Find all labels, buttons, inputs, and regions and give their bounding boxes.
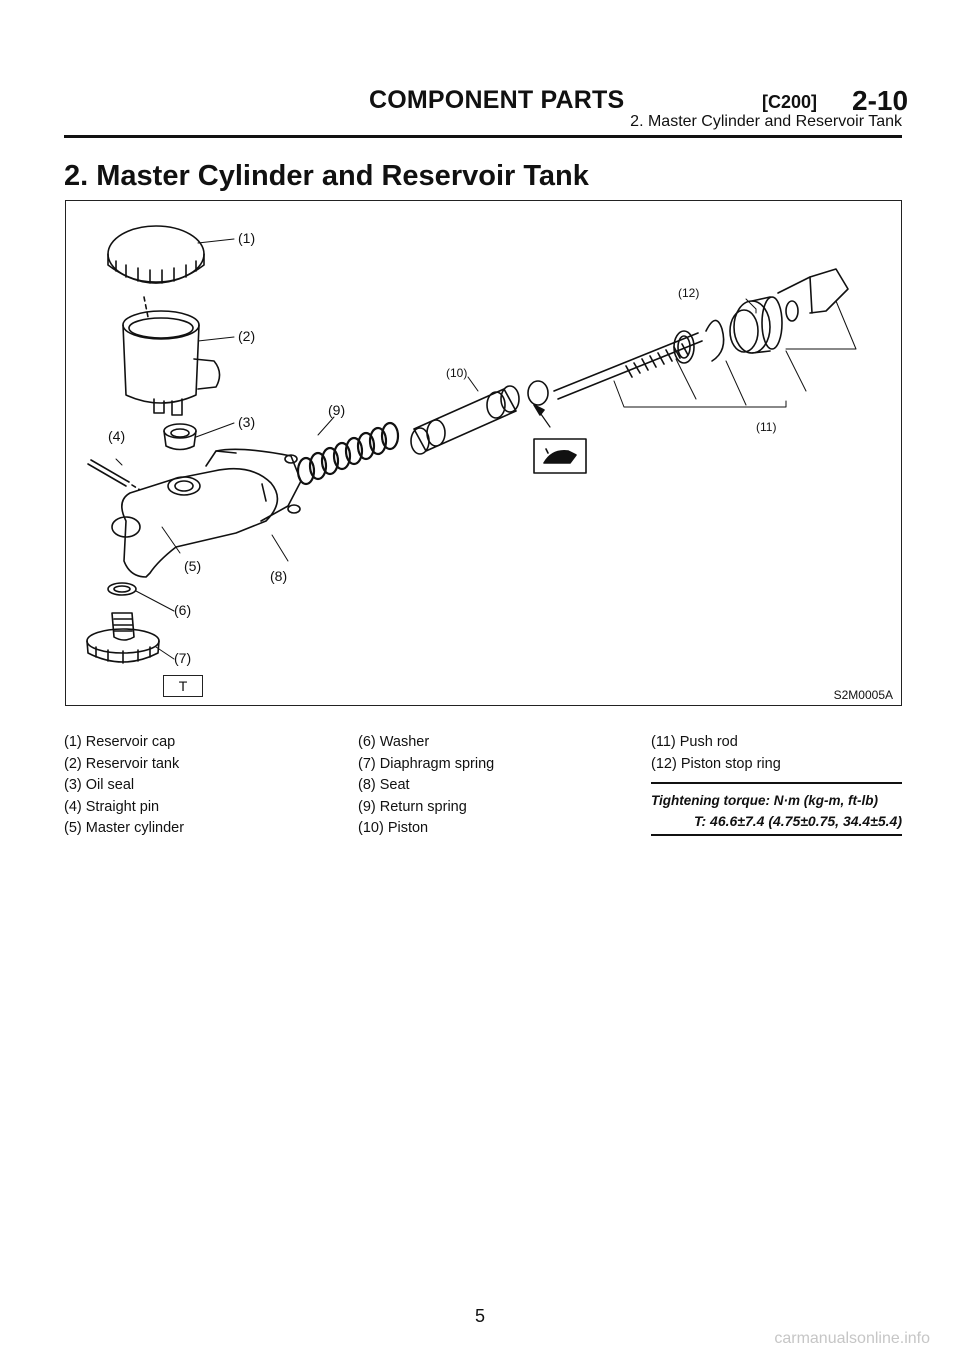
figure-code: S2M0005A [833, 688, 893, 702]
oil-seal-drawing [163, 423, 197, 451]
push-rod-drawing [553, 268, 849, 400]
header-rule [64, 135, 902, 138]
callout-9: (9) [328, 402, 345, 418]
piston-drawing [410, 380, 549, 455]
stop-ring-drawing [673, 296, 783, 364]
master-cylinder-drawing [111, 448, 302, 578]
legend-item: (12) Piston stop ring [651, 755, 781, 772]
torque-box: T [163, 675, 203, 697]
legend-item: (9) Return spring [358, 798, 467, 815]
legend-item: (2) Reservoir tank [64, 755, 180, 772]
reservoir-tank-drawing [122, 296, 221, 416]
callout-10: (10) [446, 366, 467, 380]
legend-item: (11) Push rod [651, 734, 738, 750]
legend-item: (4) Straight pin [64, 798, 160, 815]
callout-3: (3) [238, 414, 255, 430]
plug-drawing [86, 612, 160, 664]
page-title: 2. Master Cylinder and Reservoir Tank [64, 160, 589, 192]
return-spring-drawing [296, 421, 400, 486]
grease-symbol [533, 404, 587, 474]
washer-drawing [107, 582, 137, 596]
torque-value: T: 46.6±7.4 (4.75±0.75, 34.4±5.4) [693, 813, 902, 829]
callout-8: (8) [270, 568, 287, 584]
legend-column-3: (11) Push rod (12) Piston stop ring [651, 732, 781, 775]
legend-column-2: (6) Washer (7) Diaphragm spring (8) Seat… [358, 732, 494, 840]
header-code: [C200] [762, 92, 818, 112]
callout-1: (1) [238, 230, 255, 246]
exploded-diagram: (1) (2) (3) (4) (5) (6) (7) (8) (9) (10)… [65, 200, 902, 706]
leader-lines [115, 238, 857, 660]
header-title: COMPONENT PARTS [369, 86, 625, 114]
legend-item: (1) Reservoir cap [64, 734, 176, 750]
callout-2: (2) [238, 328, 255, 344]
header-subtitle: 2. Master Cylinder and Reservoir Tank [630, 113, 902, 130]
torque-label: Tightening torque: N·m (kg-m, ft-lb) [651, 793, 878, 808]
callout-5: (5) [184, 558, 201, 574]
callout-4: (4) [108, 428, 125, 444]
torque-rule-top [651, 782, 902, 784]
watermark: carmanualsonline.info [774, 1330, 930, 1347]
legend-item: (6) Washer [358, 734, 430, 750]
legend-column-1: (1) Reservoir cap (2) Reservoir tank (3)… [64, 732, 184, 840]
torque-spec: Tightening torque: N·m (kg-m, ft-lb) T: … [651, 782, 902, 836]
torque-rule-bottom [651, 834, 902, 836]
diagram-drawing: (1) (2) (3) (4) (5) (6) (7) (8) (9) (10)… [86, 225, 857, 666]
page-number: 5 [474, 1306, 485, 1326]
legend-item: (10) Piston [358, 820, 429, 836]
legend-item: (5) Master cylinder [64, 820, 185, 836]
legend-item: (3) Oil seal [64, 777, 135, 793]
callout-6: (6) [174, 602, 191, 618]
header-section: 2-10 [852, 85, 909, 116]
reservoir-cap-drawing [107, 225, 205, 284]
legend-item: (7) Diaphragm spring [358, 755, 495, 772]
legend-item: (8) Seat [358, 777, 410, 793]
callout-11: (11) [756, 420, 776, 434]
callout-labels: (1) (2) (3) (4) (5) (6) (7) (8) (9) (10)… [108, 230, 776, 666]
callout-12: (12) [678, 286, 699, 300]
callout-7: (7) [174, 650, 191, 666]
